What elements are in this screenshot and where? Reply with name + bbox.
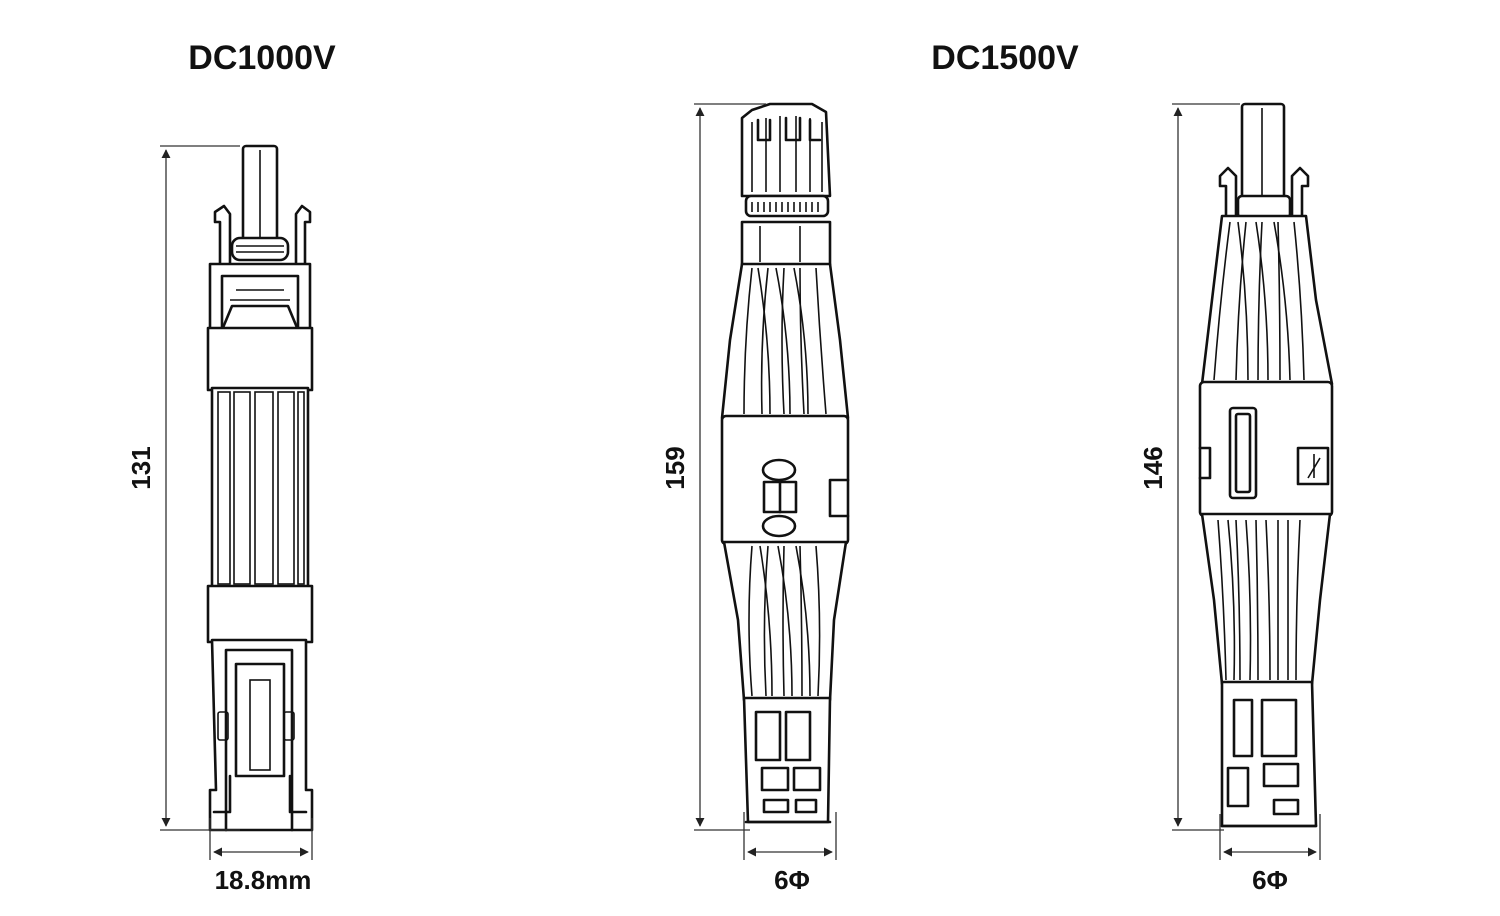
connector-dc1000v-drawing bbox=[206, 144, 314, 832]
dc1500v-female-width-label: 6Φ bbox=[774, 865, 810, 895]
dc1000v-width-dimension bbox=[209, 818, 313, 860]
dc1500v-male-width-label: 6Φ bbox=[1252, 865, 1288, 895]
dc1000v-width-label: 18.8mm bbox=[215, 865, 312, 895]
title-dc1000v: DC1000V bbox=[188, 39, 336, 77]
dc1500v-male-height-dimension bbox=[1172, 103, 1240, 831]
connector-dc1500v-male-drawing bbox=[1198, 102, 1334, 828]
dc1500v-female-width-dimension bbox=[743, 812, 837, 860]
dc1500v-male-width-dimension bbox=[1219, 814, 1321, 860]
dc1500v-male-height-label: 146 bbox=[1138, 446, 1168, 489]
dc1000v-height-label: 131 bbox=[126, 446, 156, 489]
dc1500v-female-height-dimension bbox=[694, 103, 766, 831]
dc1000v-height-dimension bbox=[160, 145, 240, 831]
connector-dc1500v-female-drawing bbox=[720, 102, 850, 824]
title-dc1500v: DC1500V bbox=[931, 39, 1079, 77]
dc1500v-female-height-label: 159 bbox=[660, 446, 690, 489]
